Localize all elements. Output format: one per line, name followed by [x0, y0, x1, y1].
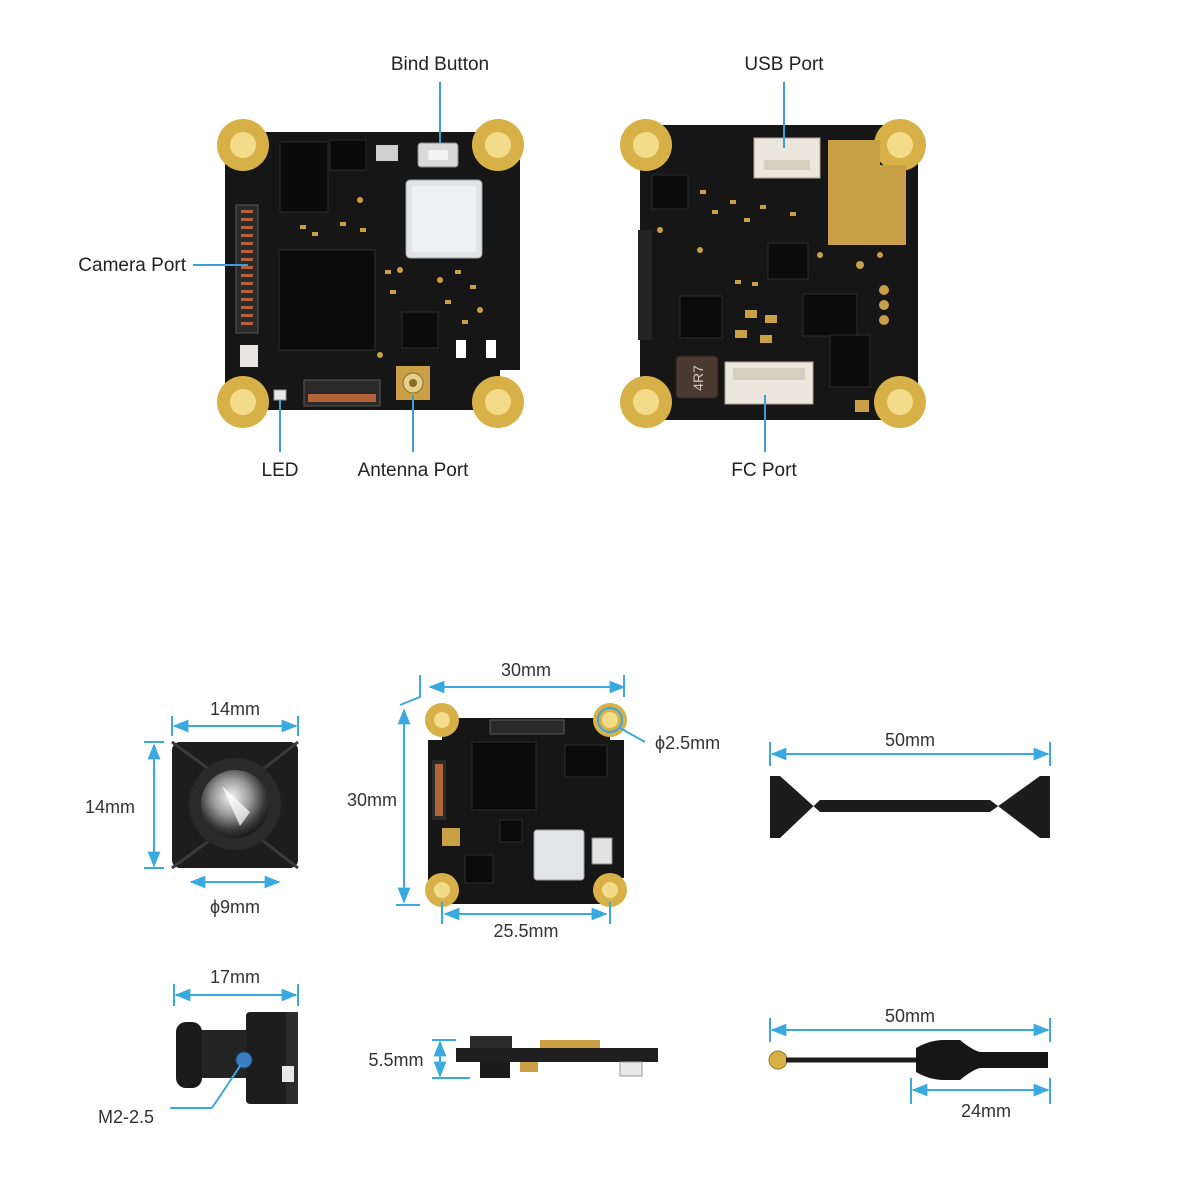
inductor-marking: 4R7 [690, 365, 706, 391]
hole-diameter-label: ϕ2.5mm [655, 733, 720, 753]
hole-spacing-label: 25.5mm [493, 921, 558, 941]
antenna-length-label: 50mm [885, 1006, 935, 1026]
camera-port-label: Camera Port [78, 255, 186, 276]
board-height-label: 30mm [347, 790, 397, 810]
led-label: LED [262, 460, 299, 481]
chip [767, 242, 809, 280]
soc-chip [278, 249, 376, 351]
camera-width-label: 14mm [210, 699, 260, 719]
led-icon [273, 389, 287, 401]
camera-cable [770, 776, 1050, 838]
silkscreen-marks [240, 145, 496, 367]
usb-port-label: USB Port [744, 54, 824, 75]
antenna-tip-label: 24mm [961, 1101, 1011, 1121]
mounting-pad-icon [620, 119, 926, 428]
callout-lines [193, 82, 785, 452]
chip [679, 295, 723, 339]
antenna [768, 1040, 1048, 1080]
vtx-board-dimensioned [425, 703, 627, 907]
smd-components [657, 190, 889, 343]
chip [802, 293, 858, 337]
antenna-port-label: Antenna Port [358, 460, 470, 481]
lens-diameter-label: ϕ9mm [210, 897, 260, 917]
cable-length-label: 50mm [885, 730, 935, 750]
board-width-label: 30mm [501, 660, 551, 680]
mount-screw-label: M2-2.5 [98, 1107, 154, 1127]
bind-button-label: Bind Button [391, 54, 489, 75]
fc-port-label: FC Port [731, 460, 797, 481]
bottom-connector-pins [308, 394, 376, 402]
board-thickness-label: 5.5mm [368, 1050, 423, 1070]
camera-port-pins [241, 210, 253, 325]
bind-button-cap [428, 150, 448, 160]
edge-connector [638, 230, 652, 340]
camera-length-label: 17mm [210, 967, 260, 987]
board-side-view [456, 1036, 658, 1078]
chip [329, 139, 367, 171]
camera-side [176, 1012, 298, 1104]
chip [401, 311, 439, 349]
bottom-connector [303, 379, 381, 407]
chip [651, 174, 689, 210]
chip [829, 334, 871, 388]
mount-screw-icon [235, 1051, 253, 1069]
usb-port-icon [753, 137, 821, 179]
inductor [675, 355, 719, 399]
mounting-pad-icon [217, 119, 524, 428]
chip [279, 141, 329, 213]
camera-front [171, 740, 299, 870]
vtx-board-back: 4R7 [620, 119, 926, 428]
copper-pad [828, 140, 906, 245]
camera-height-label: 14mm [85, 797, 135, 817]
vtx-board-front [217, 119, 524, 428]
smd-components [300, 197, 483, 358]
rf-shield-top [412, 186, 476, 252]
